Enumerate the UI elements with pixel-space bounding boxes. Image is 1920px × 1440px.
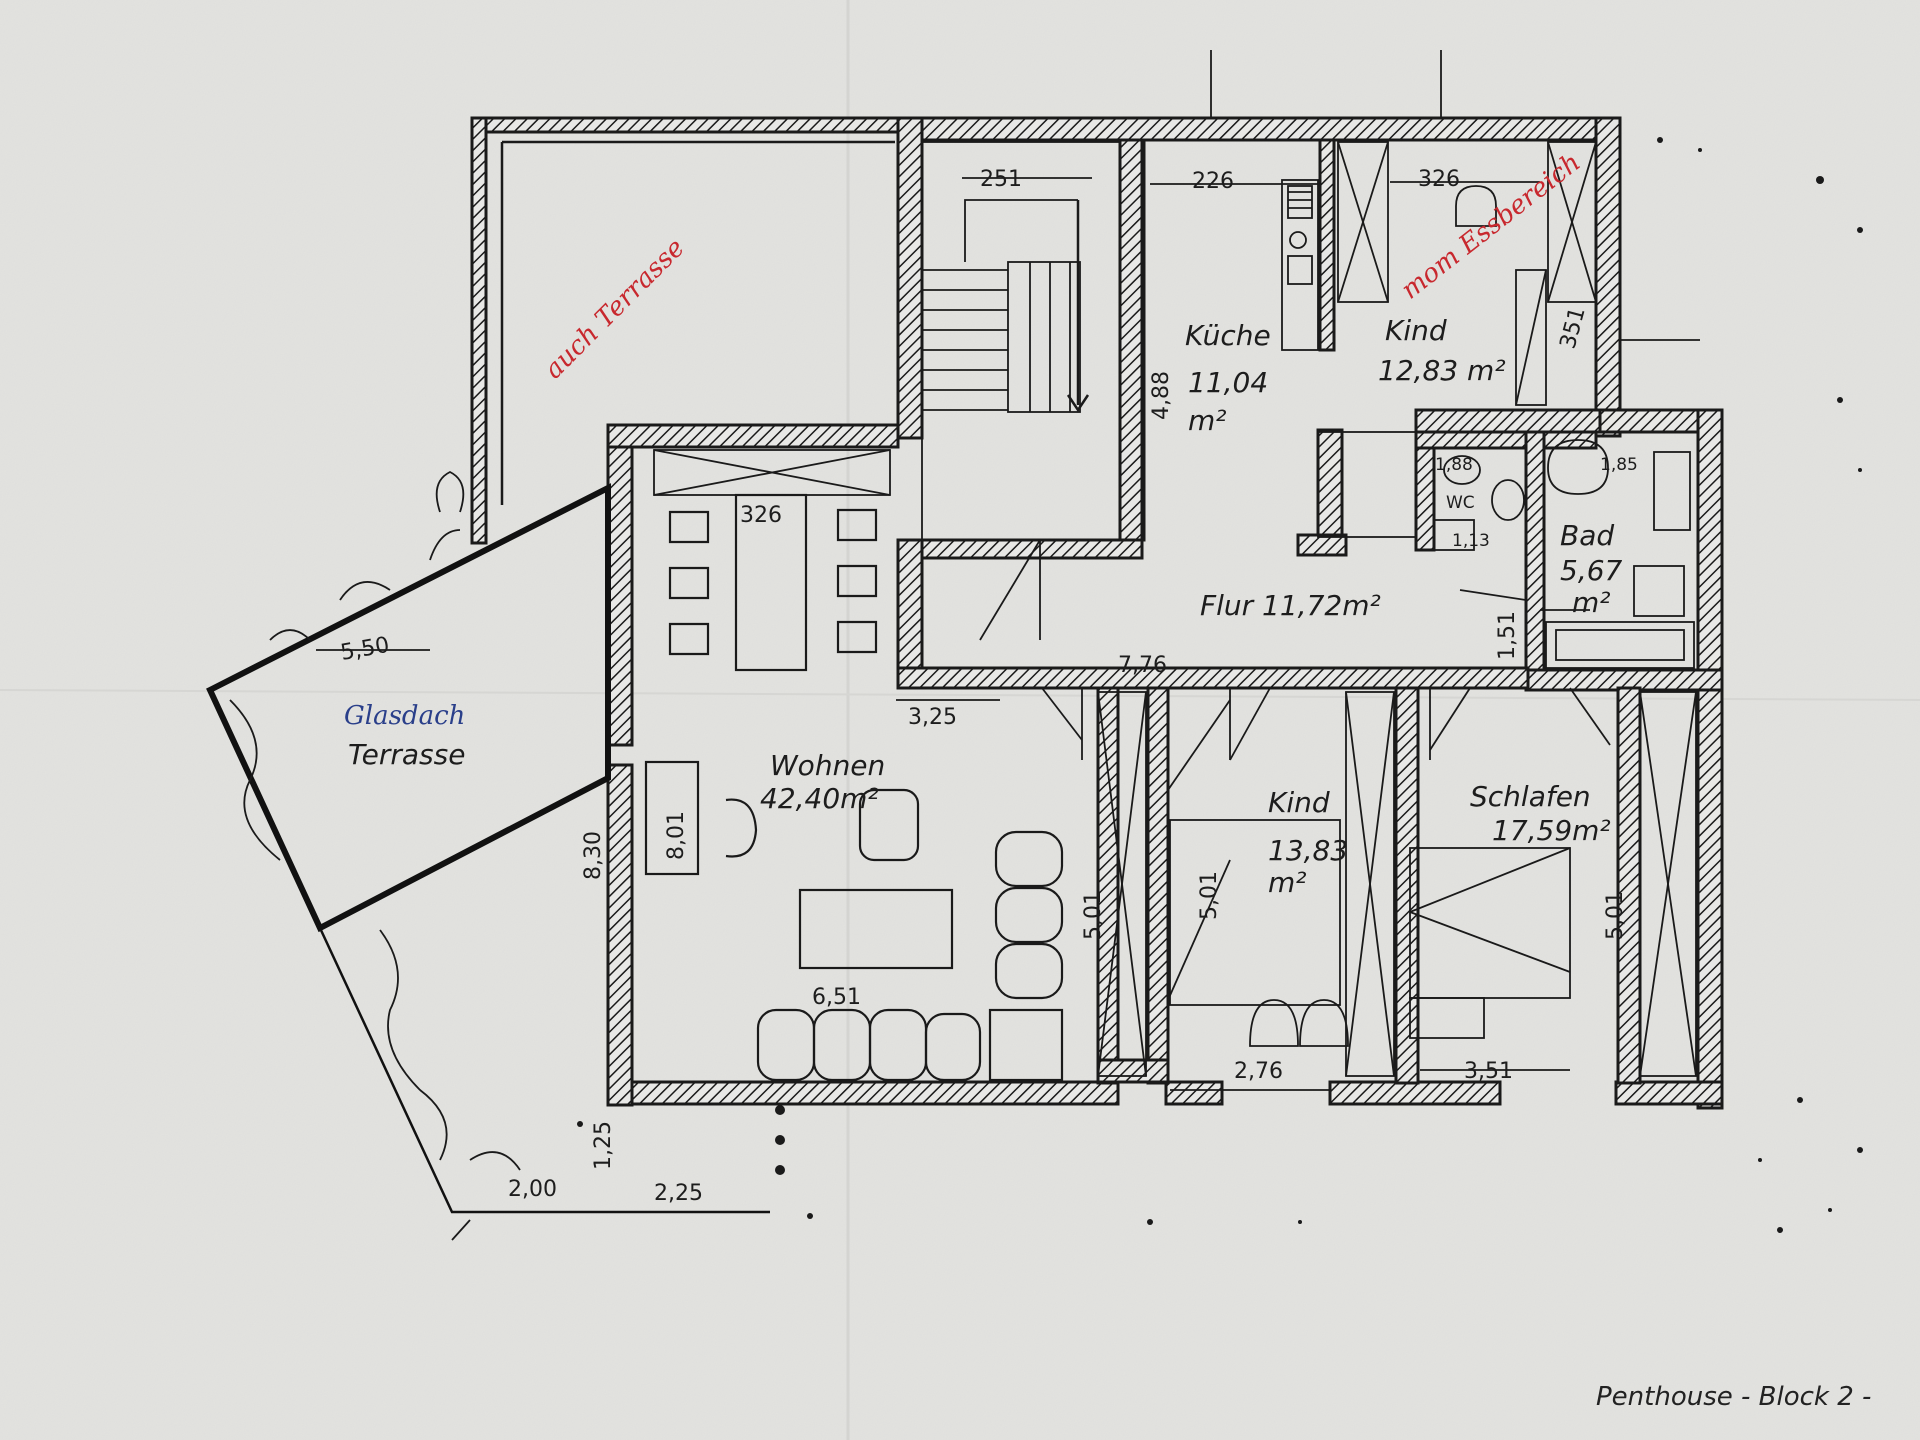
bad-name: Bad — [1560, 519, 1614, 552]
terrasse-label: Terrasse — [348, 738, 465, 771]
glasdach-label: Glasdach — [344, 701, 465, 731]
bedroom-furniture — [1169, 819, 1571, 1047]
dim-351-bottom: 3,51 — [1464, 1059, 1513, 1084]
kind-mid-name: Kind — [1268, 786, 1330, 819]
interior-walls — [896, 138, 1724, 1085]
bathroom-fittings — [1433, 185, 1695, 669]
dimension-lines — [316, 50, 1700, 1091]
dim-325: 3,25 — [908, 705, 957, 730]
staircase — [921, 141, 1121, 641]
dim-113: 1,13 — [1452, 531, 1490, 551]
dim-501-b: 5,01 — [1197, 871, 1222, 920]
dim-326-top: 326 — [1418, 167, 1460, 192]
wohnen-name: Wohnen — [770, 749, 885, 782]
kind-mid-area: 13,83 — [1268, 834, 1348, 867]
wohnen-area: 42,40m² — [760, 782, 879, 815]
bad-unit: m² — [1572, 586, 1611, 619]
kind-mid-unit: m² — [1268, 866, 1307, 899]
dim-225: 2,25 — [654, 1181, 703, 1206]
dim-488: 4,88 — [1149, 371, 1174, 420]
dim-501-c: 5,01 — [1603, 891, 1628, 940]
dim-125: 1,25 — [591, 1121, 616, 1170]
paper-speckles — [577, 137, 1863, 1233]
wc-label: WC — [1446, 493, 1475, 513]
kitchen-fittings — [1281, 179, 1417, 538]
glass-roof-terrace — [206, 470, 770, 1241]
dim-200: 2,00 — [508, 1177, 557, 1202]
dim-830: 8,30 — [581, 831, 606, 880]
kueche-unit: m² — [1188, 404, 1227, 437]
dim-251: 251 — [980, 167, 1022, 192]
dim-651: 6,51 — [812, 985, 861, 1010]
dim-151: 1,51 — [1495, 611, 1520, 660]
paper-fold — [0, 689, 1920, 701]
schlafen-area: 17,59m² — [1492, 814, 1611, 847]
kueche-name: Küche — [1185, 319, 1271, 352]
bad-area: 5,67 — [1560, 554, 1623, 587]
dim-776: 7,76 — [1118, 653, 1167, 678]
dim-326-dining: 326 — [740, 503, 782, 528]
closets — [653, 141, 1697, 1077]
plan-caption: Penthouse - Block 2 - — [1596, 1382, 1871, 1412]
kind-top-area: 12,83 m² — [1378, 354, 1506, 387]
dim-276: 2,76 — [1234, 1059, 1283, 1084]
schlafen-name: Schlafen — [1470, 780, 1591, 813]
flur-label: Flur 11,72m² — [1200, 589, 1381, 622]
dim-501-a: 5,01 — [1081, 891, 1106, 940]
dim-185: 1,85 — [1600, 455, 1638, 475]
kueche-area: 11,04 — [1188, 366, 1268, 399]
dining-furniture — [644, 493, 1064, 1082]
dim-188: 1,88 — [1435, 455, 1473, 475]
kind-top-name: Kind — [1385, 314, 1447, 347]
dim-801: 8,01 — [664, 811, 689, 860]
dim-226: 226 — [1192, 169, 1234, 194]
door-swings — [1041, 589, 1611, 1001]
dimension-labels: 251 226 326 4,88 351 326 5,50 7,76 3,25 … — [339, 167, 1638, 1206]
